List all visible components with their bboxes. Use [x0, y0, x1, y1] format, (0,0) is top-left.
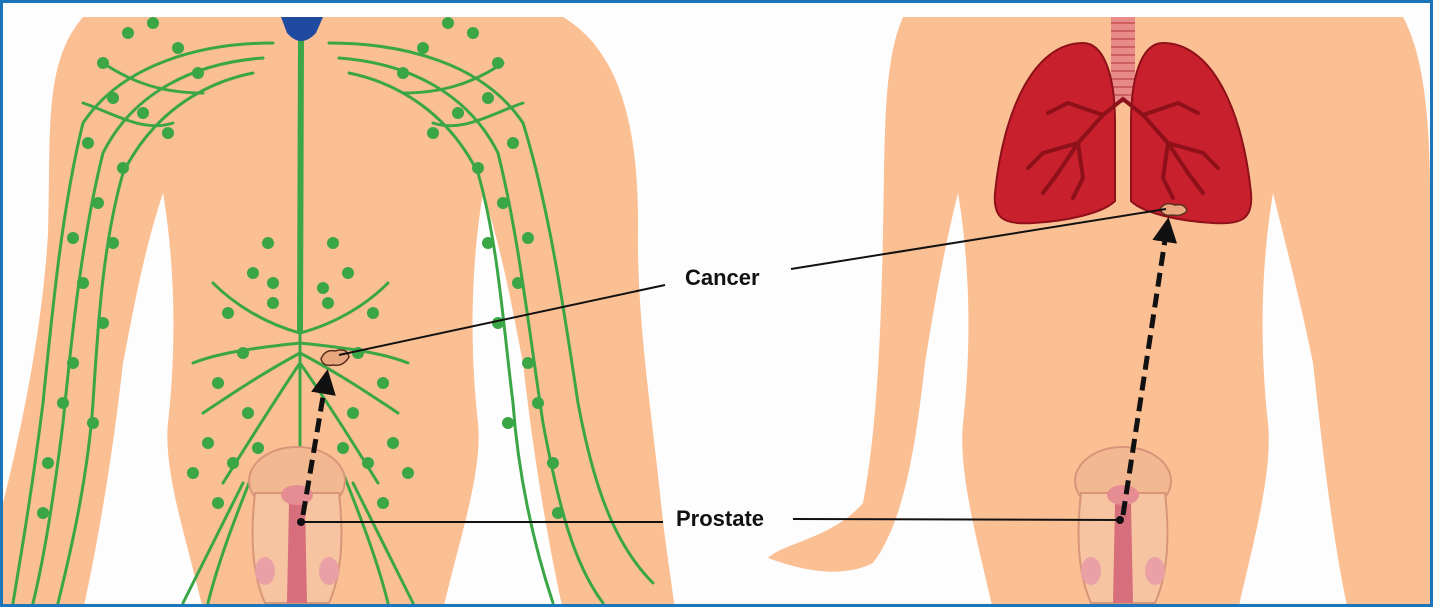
testis-icon: [1081, 557, 1101, 585]
lymph-node: [247, 267, 259, 279]
prostate-label: Prostate: [676, 506, 764, 532]
left-pelvis-icon: [249, 447, 345, 603]
trachea-icon: [1111, 17, 1135, 103]
lymph-node: [397, 67, 409, 79]
prostate-leader-right: [793, 519, 1120, 520]
lymph-node: [267, 297, 279, 309]
lymph-node: [427, 127, 439, 139]
lymph-node: [192, 67, 204, 79]
lymph-node: [472, 162, 484, 174]
lymph-node: [317, 282, 329, 294]
lymph-node: [497, 197, 509, 209]
lymph-node: [222, 307, 234, 319]
lymph-node: [347, 407, 359, 419]
prostate-marker-left: [297, 518, 305, 526]
lymph-node: [107, 237, 119, 249]
lymph-node: [442, 17, 454, 29]
lymph-node: [482, 92, 494, 104]
lymph-node: [467, 27, 479, 39]
lymph-node: [342, 267, 354, 279]
lymph-node-tumor-icon: [321, 350, 349, 366]
lymph-node: [507, 137, 519, 149]
lymph-node: [482, 237, 494, 249]
lymph-node: [82, 137, 94, 149]
lymph-node: [337, 442, 349, 454]
lymph-node: [87, 417, 99, 429]
testis-icon: [1145, 557, 1165, 585]
lymph-node: [267, 277, 279, 289]
thoracic-duct: [300, 33, 301, 333]
lymph-node: [552, 507, 564, 519]
lymph-node: [57, 397, 69, 409]
lymph-node: [532, 397, 544, 409]
lymph-node: [367, 307, 379, 319]
lymph-node: [417, 42, 429, 54]
lymph-node: [252, 442, 264, 454]
lymph-node: [377, 497, 389, 509]
lymph-node: [187, 467, 199, 479]
right-pelvis-icon: [1075, 447, 1171, 603]
lymph-node: [67, 232, 79, 244]
lymph-node: [122, 27, 134, 39]
lymph-node: [322, 297, 334, 309]
lymph-node: [377, 377, 389, 389]
lymph-node: [147, 17, 159, 29]
testis-icon: [255, 557, 275, 585]
lymph-node: [522, 232, 534, 244]
lymph-node: [227, 457, 239, 469]
lymph-node: [387, 437, 399, 449]
lymph-node: [237, 347, 249, 359]
urethra-icon: [287, 503, 307, 603]
lymph-node: [402, 467, 414, 479]
lymph-node: [547, 457, 559, 469]
testis-icon: [319, 557, 339, 585]
lymph-node: [202, 437, 214, 449]
lymph-node: [117, 162, 129, 174]
lymph-node: [212, 497, 224, 509]
lymph-node: [242, 407, 254, 419]
lymph-node: [97, 57, 109, 69]
lymph-node: [212, 377, 224, 389]
lymph-node: [327, 237, 339, 249]
lymph-node: [492, 57, 504, 69]
lymph-node: [42, 457, 54, 469]
lymph-node: [502, 417, 514, 429]
lymph-node: [37, 507, 49, 519]
prostate-marker-right: [1116, 516, 1124, 524]
lymph-node: [92, 197, 104, 209]
lymph-node: [107, 92, 119, 104]
lymph-node: [512, 277, 524, 289]
lymph-node: [452, 107, 464, 119]
lymph-node: [137, 107, 149, 119]
lymph-node: [162, 127, 174, 139]
lymph-node: [77, 277, 89, 289]
lymph-node: [492, 317, 504, 329]
lymph-node: [172, 42, 184, 54]
lymph-node: [97, 317, 109, 329]
lymph-node: [352, 347, 364, 359]
cancer-label: Cancer: [685, 265, 760, 291]
lymph-node: [262, 237, 274, 249]
lymph-node: [362, 457, 374, 469]
lymph-node: [67, 357, 79, 369]
lymph-node: [522, 357, 534, 369]
